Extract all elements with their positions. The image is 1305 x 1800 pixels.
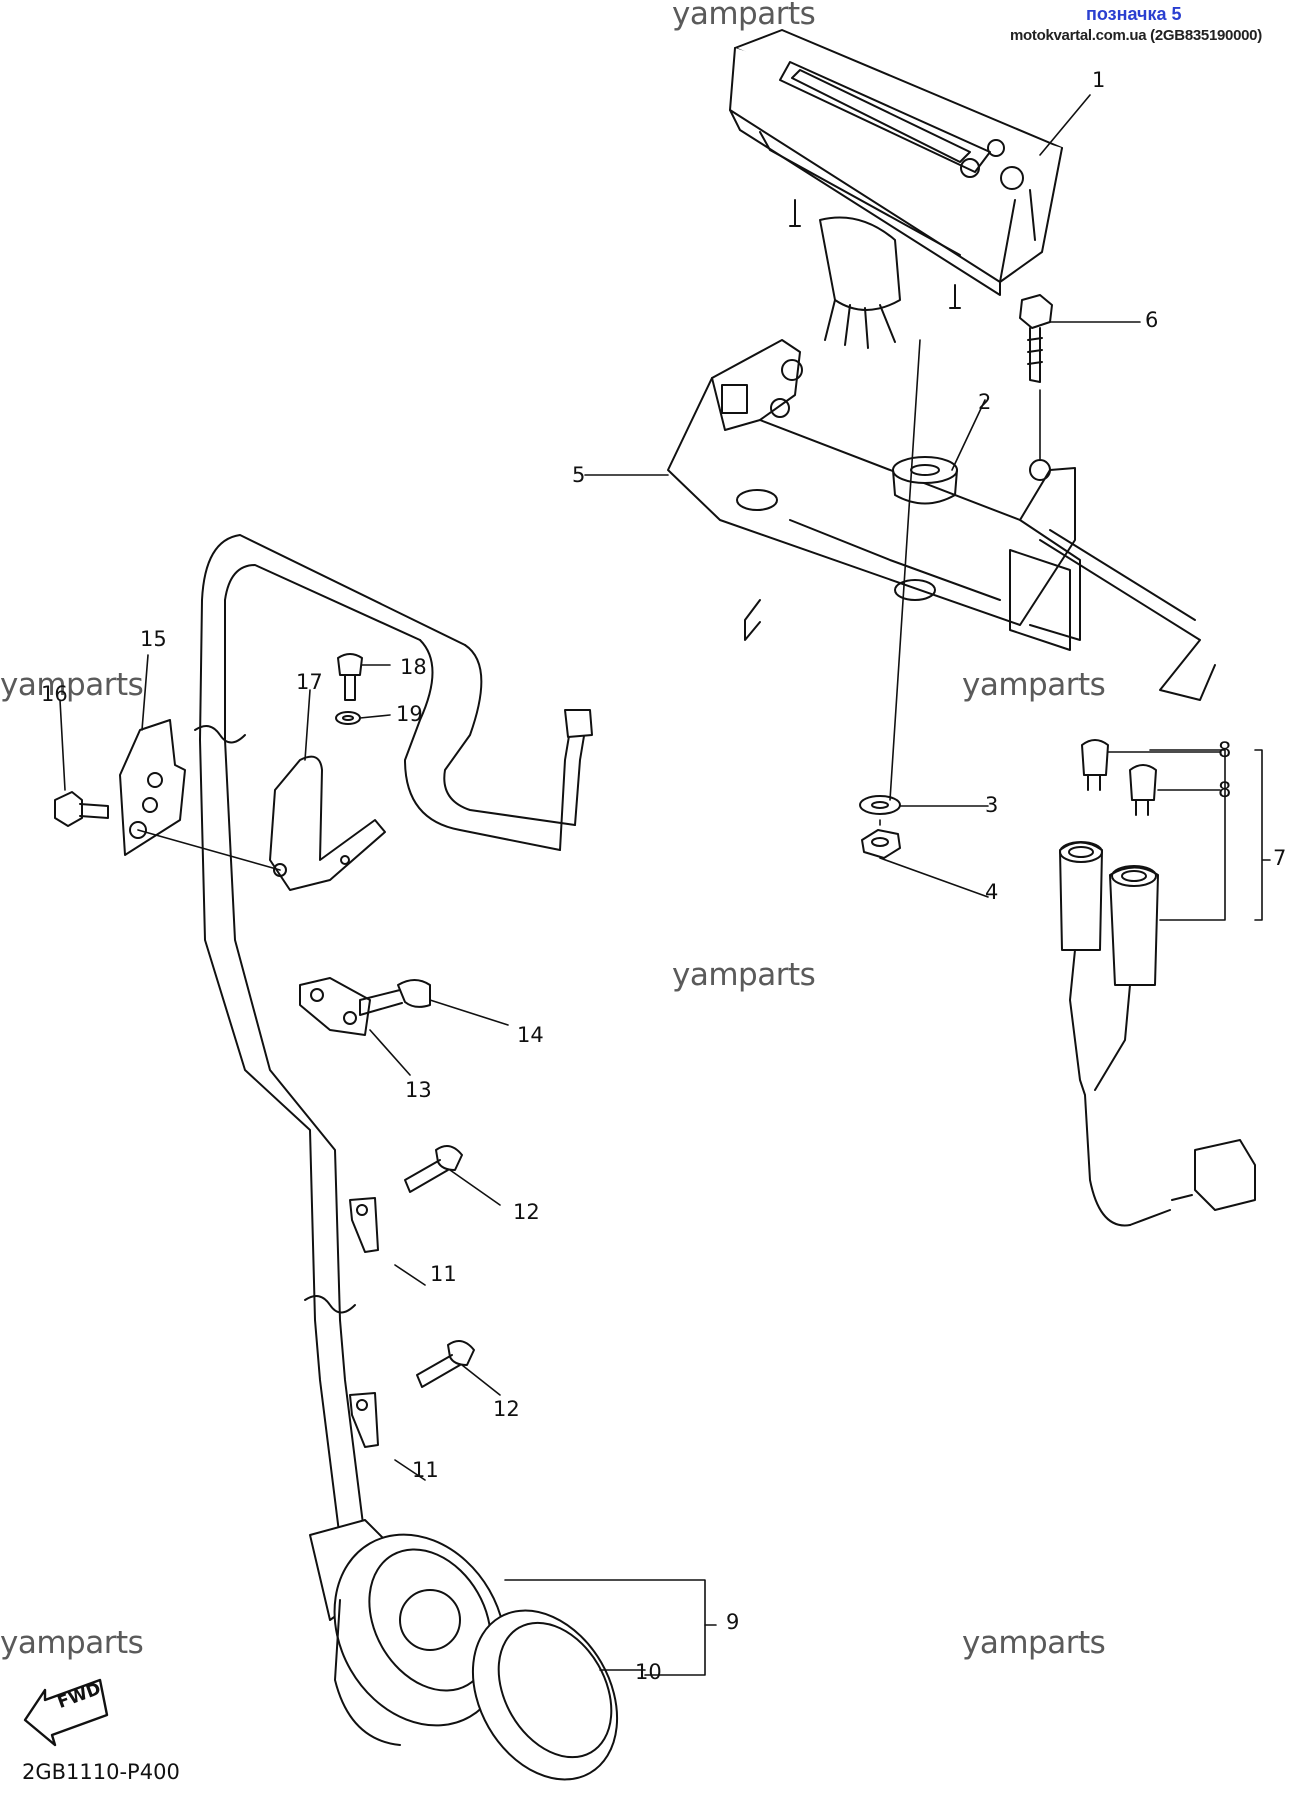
callout-8a: 8: [1218, 738, 1232, 762]
callout-5: 5: [572, 463, 586, 487]
callout-14: 14: [517, 1023, 544, 1047]
part-19-washer: [335, 711, 361, 725]
part-8-bulbs: [1081, 739, 1157, 816]
meter-assembly: [729, 29, 1063, 349]
callout-17: 17: [296, 670, 323, 694]
callout-18: 18: [400, 655, 427, 679]
callout-6: 6: [1145, 308, 1159, 332]
watermark: yamparts: [0, 667, 144, 703]
callout-12b: 12: [493, 1397, 520, 1421]
callout-9: 9: [726, 1610, 740, 1634]
header-site: motokvartal.com.ua (2GB835190000): [1010, 27, 1262, 44]
header-tag: позначка 5: [1086, 4, 1182, 24]
diagram-code: 2GB1110-P400: [22, 1760, 180, 1784]
meter-bracket: [667, 339, 1216, 701]
part-18-screw: [337, 653, 363, 701]
callout-16: 16: [41, 682, 68, 706]
callout-4: 4: [985, 880, 999, 904]
fwd-arrow-icon: [23, 1678, 109, 1747]
callout-11b: 11: [412, 1458, 439, 1482]
watermark: yamparts: [672, 957, 816, 993]
callout-15: 15: [140, 627, 167, 651]
part-15-plate: [119, 719, 186, 856]
speedometer-cable: [194, 534, 593, 1541]
watermark: yamparts: [962, 1625, 1106, 1661]
callout-7: 7: [1273, 846, 1287, 870]
part-2-grommet: [892, 456, 958, 505]
callout-19: 19: [396, 702, 423, 726]
callout-12a: 12: [513, 1200, 540, 1224]
callout-1: 1: [1092, 68, 1106, 92]
part-4-nut: [861, 829, 901, 859]
watermark: yamparts: [0, 1625, 144, 1661]
part-3-washer: [859, 795, 901, 815]
part-16-bolt: [54, 791, 109, 827]
part-11-clamp: [349, 1197, 379, 1448]
part-7-socket-assembly: [1059, 841, 1256, 1227]
leader-lines: [59, 94, 1271, 1676]
callout-8b: 8: [1218, 778, 1232, 802]
part-13-plate: [299, 977, 371, 1036]
part-10-seal: [471, 1609, 619, 1781]
part-14-screw: [359, 979, 431, 1016]
watermark: yamparts: [672, 0, 816, 32]
part-17-holder: [269, 755, 386, 891]
callout-2: 2: [978, 390, 992, 414]
part-12-screw: [404, 1145, 475, 1388]
part-6-bolt: [1019, 294, 1053, 383]
callout-10: 10: [635, 1660, 662, 1684]
watermark: yamparts: [962, 667, 1106, 703]
callout-11a: 11: [430, 1262, 457, 1286]
callout-13: 13: [405, 1078, 432, 1102]
part-9-gear-unit: [309, 1519, 507, 1746]
callout-3: 3: [985, 793, 999, 817]
